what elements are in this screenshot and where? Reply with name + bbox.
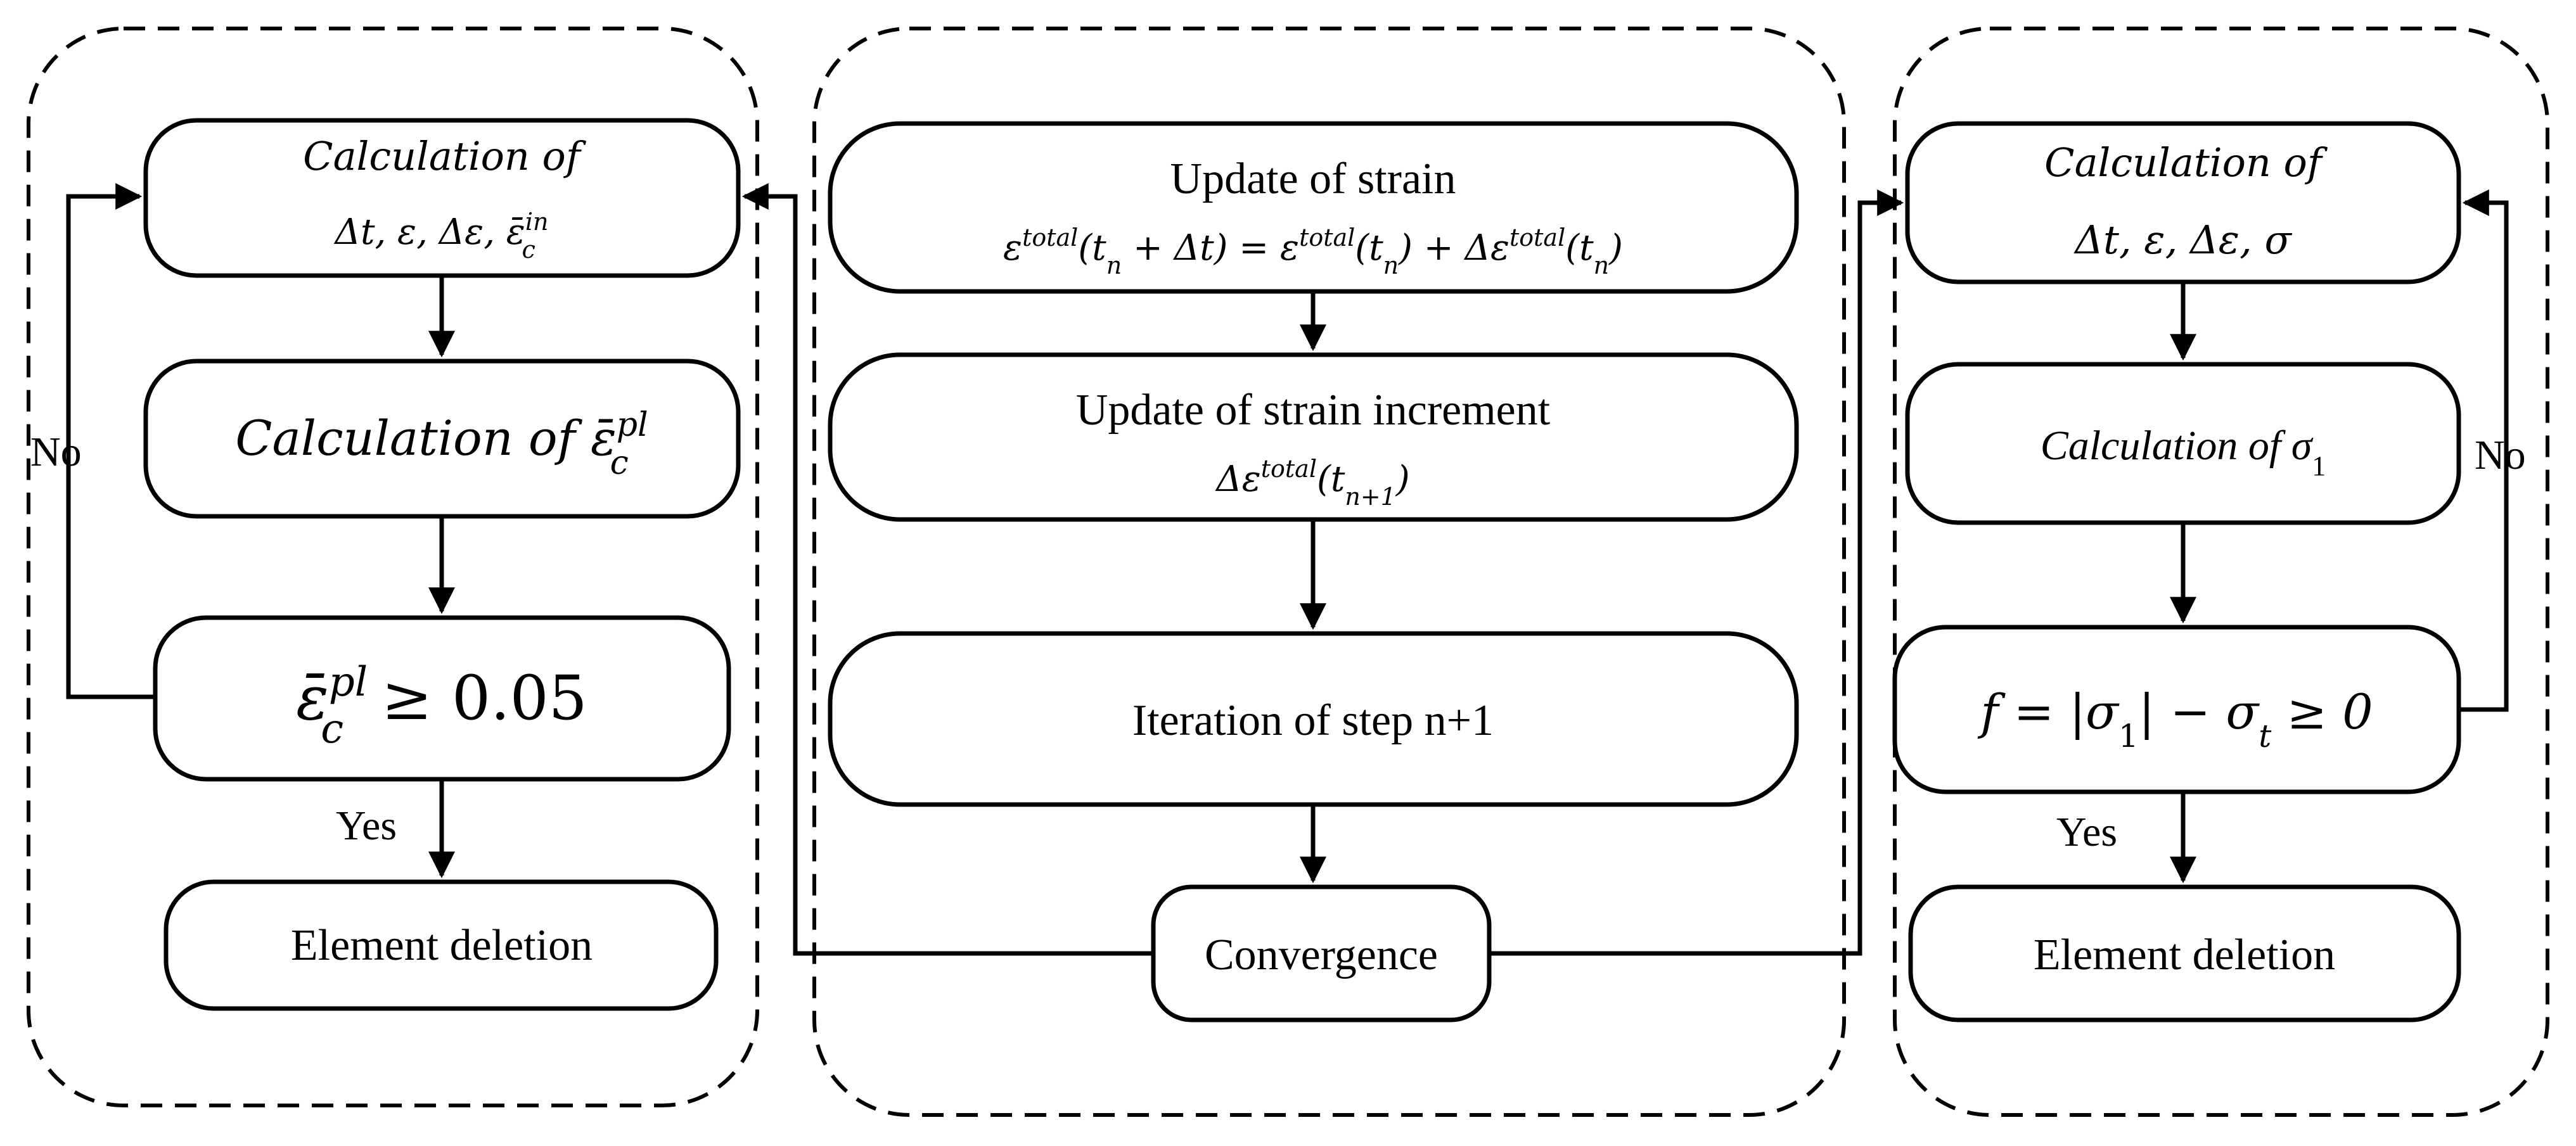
right-element-deletion-box	[1908, 884, 2461, 1022]
left-group-panel	[27, 27, 759, 1107]
right-calc-variables: Δt, ε, Δε, σ	[2073, 217, 2292, 263]
left-no-label: No	[30, 429, 82, 475]
middle-strain-update-box	[828, 121, 1799, 294]
left-yes-label: Yes	[336, 803, 397, 849]
left-element-deletion-box	[163, 879, 719, 1011]
middle-strain-update-title: Update of strain	[1170, 155, 1456, 203]
right-no-loop	[2459, 189, 2509, 712]
middle-convergence-label: Convergence	[1205, 931, 1438, 979]
right-element-deletion-label: Element deletion	[2034, 931, 2335, 979]
convergence-to-left	[741, 183, 1153, 956]
right-yes-label: Yes	[2056, 809, 2117, 855]
middle-group-panel	[812, 27, 1846, 1117]
convergence-to-right	[1489, 189, 1904, 956]
left-calc-title: Calculation of	[303, 133, 587, 179]
middle-increment-title: Update of strain increment	[1076, 386, 1551, 435]
left-element-deletion-label: Element deletion	[291, 921, 593, 970]
right-sigma-label: Calculation of σ1	[2041, 423, 2326, 481]
left-no-loop	[66, 183, 155, 699]
right-no-label: No	[2475, 432, 2526, 478]
right-calc-title: Calculation of	[2044, 139, 2328, 186]
middle-increment-box	[828, 352, 1799, 522]
middle-iteration-label: Iteration of step n+1	[1132, 696, 1494, 745]
right-group-panel	[1893, 27, 2549, 1117]
